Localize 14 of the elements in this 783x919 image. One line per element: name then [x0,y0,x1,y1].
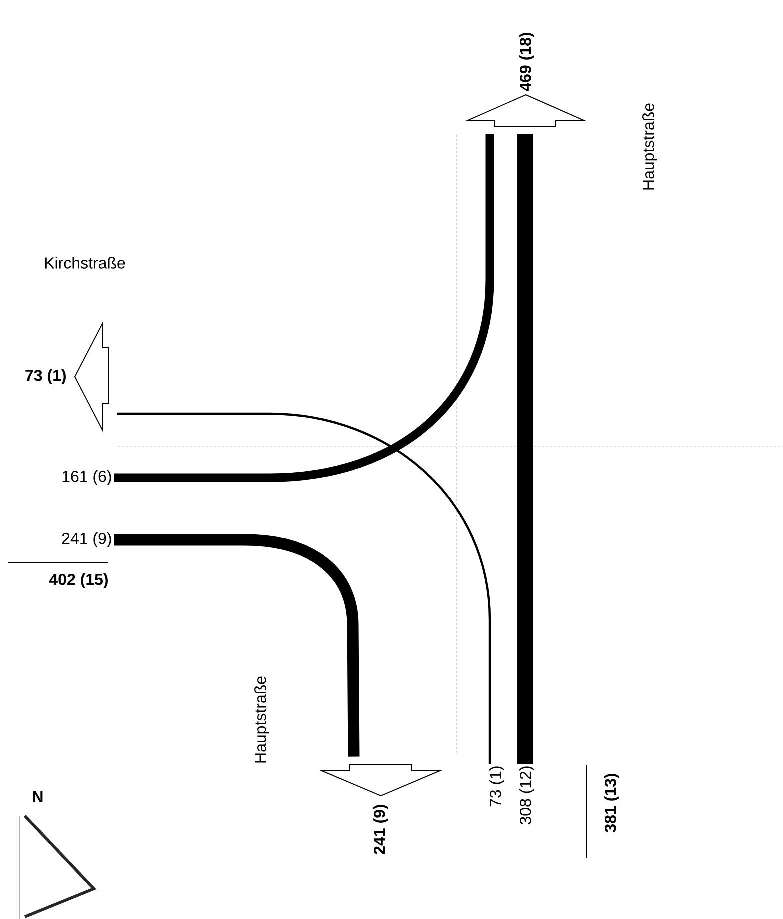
traffic-count: 73 (1) [490,766,504,807]
north-label: N [33,792,43,802]
traffic-count: 161 (6) [62,470,112,486]
traffic-sum: 402 (15) [49,574,108,588]
traffic-flow-line [114,134,494,482]
traffic-flow-line [114,534,360,757]
traffic-count: 73 (1) [26,370,66,384]
traffic-flow-line [117,412,492,764]
traffic-count: 469 (18) [520,33,534,92]
traffic-count: 241 (9) [374,805,388,854]
traffic-sum: 381 (13) [604,774,620,832]
traffic-count: 308 (12) [520,766,534,825]
traffic-count: 241 (9) [62,532,112,548]
traffic-flow-line [517,134,533,764]
